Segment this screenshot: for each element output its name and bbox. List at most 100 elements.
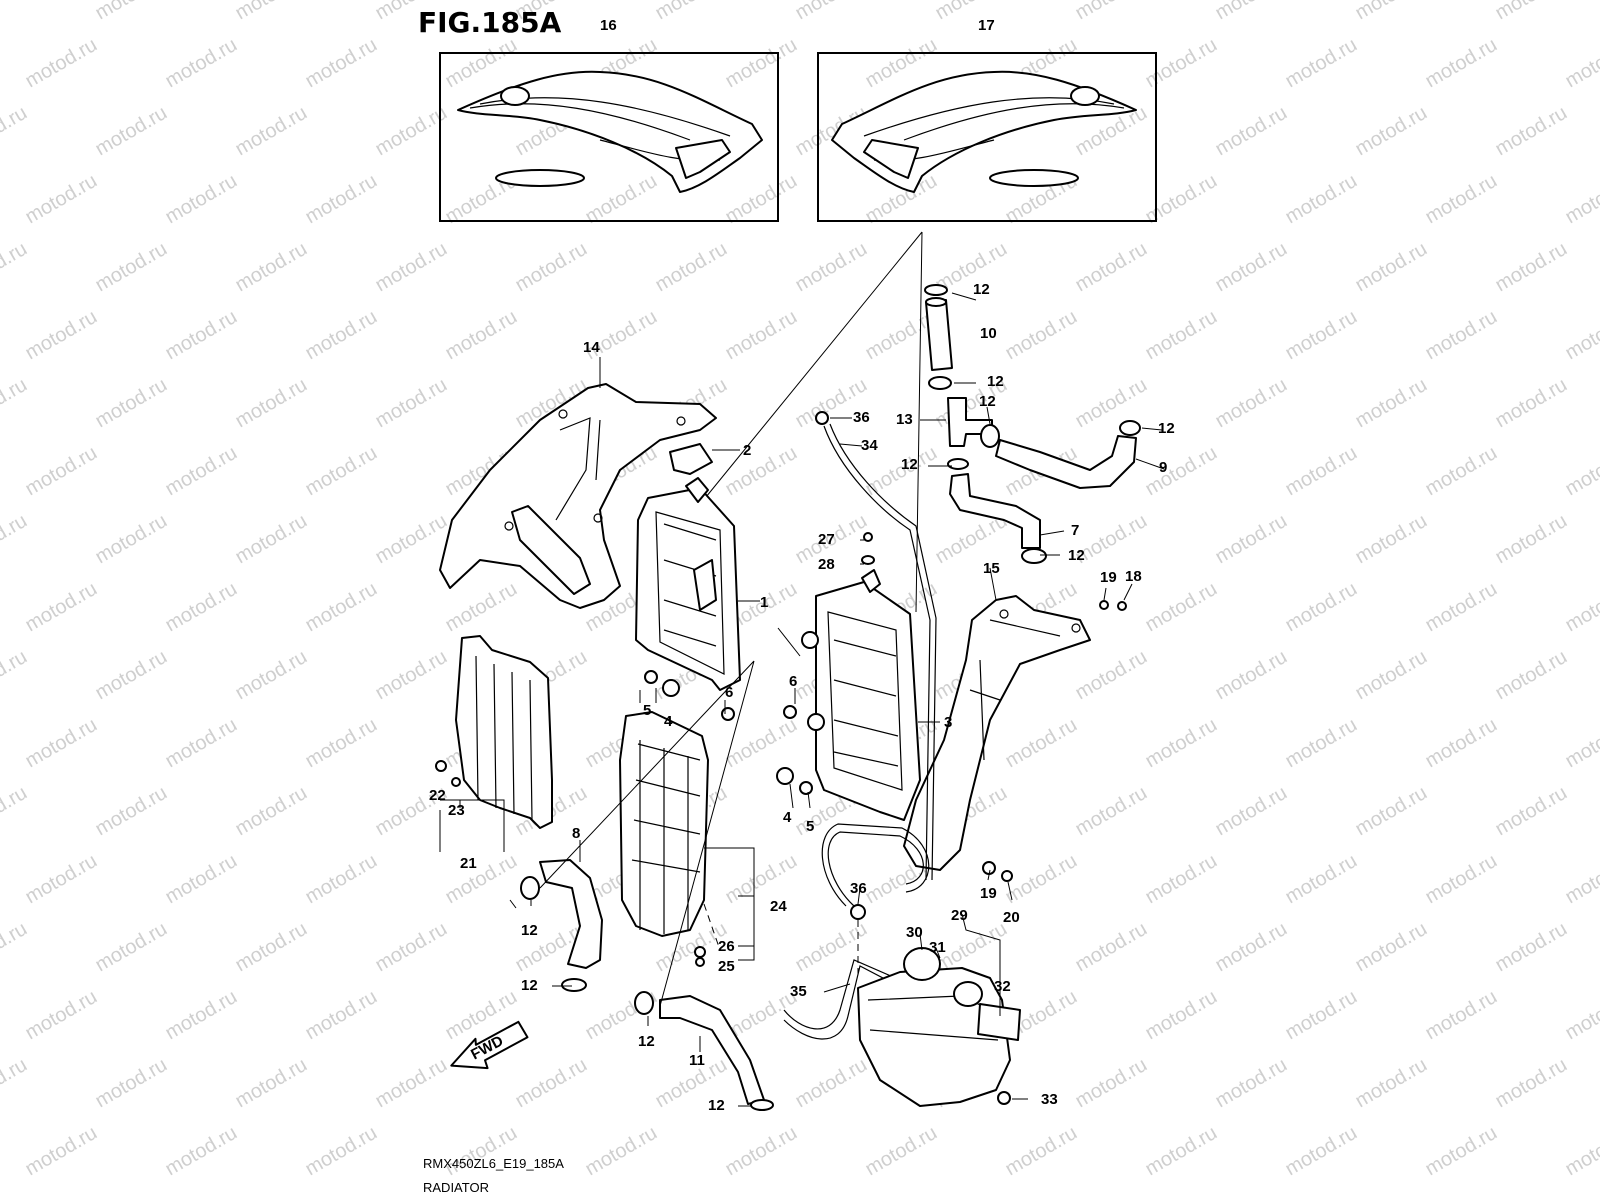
watermark-text: motod.ru xyxy=(92,102,171,161)
watermark-text: motod.ru xyxy=(1212,1054,1291,1113)
watermark-text: motod.ru xyxy=(442,306,521,365)
callout-15: 15 xyxy=(983,560,1000,577)
callout-19: 19 xyxy=(980,885,997,902)
watermark-text: motod.ru xyxy=(1212,646,1291,705)
watermark-text: motod.ru xyxy=(722,34,801,93)
callout-26: 26 xyxy=(718,938,735,955)
radiator-louver xyxy=(619,711,709,937)
watermark-text: motod.ru xyxy=(162,34,241,93)
watermark-text: motod.ru xyxy=(442,578,521,637)
callout-18: 18 xyxy=(1125,568,1142,585)
watermark-text: motod.ru xyxy=(1352,510,1431,569)
radiator-left xyxy=(635,477,741,691)
watermark-text: motod.ru xyxy=(582,1122,661,1181)
watermark-text: motod.ru xyxy=(1422,578,1501,637)
callout-27: 27 xyxy=(818,531,835,548)
watermark-text: motod.ru xyxy=(1282,986,1361,1045)
hose-10 xyxy=(925,297,953,371)
hose-11 xyxy=(659,995,765,1105)
hose-7 xyxy=(949,473,1041,549)
hose-36 xyxy=(827,831,924,907)
watermark-text: motod.ru xyxy=(1352,102,1431,161)
watermark-text: motod.ru xyxy=(1562,170,1600,229)
watermark-text: motod.ru xyxy=(442,1122,521,1181)
watermark-text: motod.ru xyxy=(92,782,171,841)
watermark-text: motod.ru xyxy=(1282,850,1361,909)
watermark-text: motod.ru xyxy=(1492,918,1571,977)
watermark-text: motod.ru xyxy=(1282,170,1361,229)
watermark-text: motod.ru xyxy=(162,306,241,365)
callout-35: 35 xyxy=(790,983,807,1000)
hose-8 xyxy=(539,859,603,969)
watermark-text: motod.ru xyxy=(232,238,311,297)
watermark-text: motod.ru xyxy=(232,0,311,24)
callout-4: 4 xyxy=(783,809,792,826)
callout-25: 25 xyxy=(718,958,735,975)
callout-8: 8 xyxy=(572,825,580,842)
radiator-guard-left xyxy=(455,635,553,829)
callout-28: 28 xyxy=(818,556,835,573)
watermark-text: motod.ru xyxy=(302,1122,381,1181)
watermark-text: motod.ru xyxy=(162,578,241,637)
callout-3: 3 xyxy=(944,714,952,731)
callout-layer: 1 2 3 4 4 5 5 6 6 7 8 9 10 11 12 12 12 1… xyxy=(429,17,1175,1114)
watermark-text: motod.ru xyxy=(722,170,801,229)
watermark-text: motod.ru xyxy=(1142,714,1221,773)
watermark-text: motod.ru xyxy=(1142,34,1221,93)
callout-19: 19 xyxy=(1100,569,1117,586)
callout-12: 12 xyxy=(1068,547,1085,564)
watermark-text: motod.ru xyxy=(162,170,241,229)
watermark-text: motod.ru xyxy=(92,374,171,433)
watermark-text: motod.ru xyxy=(1352,374,1431,433)
watermark-text: motod.ru xyxy=(1492,102,1571,161)
watermark-text: motod.ru xyxy=(302,850,381,909)
watermark-text: motod.ru xyxy=(512,238,591,297)
watermark-text: motod.ru xyxy=(1212,102,1291,161)
watermark-text: motod.ru xyxy=(1422,306,1501,365)
callout-13: 13 xyxy=(896,411,913,428)
watermark-text: motod.ru xyxy=(1562,850,1600,909)
watermark-text: motod.ru xyxy=(652,238,731,297)
leader-lines xyxy=(439,292,1165,1107)
watermark-text: motod.ru xyxy=(1422,986,1501,1045)
figure-name: RADIATOR xyxy=(423,1180,489,1195)
watermark-text: motod.ru xyxy=(1352,0,1431,24)
callout-36: 36 xyxy=(850,880,867,897)
watermark-text: motod.ru xyxy=(1562,442,1600,501)
watermark-text: motod.ru xyxy=(1212,374,1291,433)
watermark-text: motod.ru xyxy=(0,0,31,24)
watermark-text: motod.ru xyxy=(1282,578,1361,637)
callout-6: 6 xyxy=(789,673,797,690)
watermark-text: motod.ru xyxy=(1422,170,1501,229)
watermark-text: motod.ru xyxy=(862,1122,941,1181)
watermark-text: motod.ru xyxy=(1422,1122,1501,1181)
watermark-text: motod.ru xyxy=(302,714,381,773)
watermark-text: motod.ru xyxy=(232,918,311,977)
reservoir-tank xyxy=(857,947,1021,1107)
watermark-text: motod.ru xyxy=(1142,170,1221,229)
callout-12: 12 xyxy=(987,373,1004,390)
callout-30: 30 xyxy=(906,924,923,941)
callout-6: 6 xyxy=(725,684,733,701)
watermark-text: motod.ru xyxy=(792,0,871,24)
callout-23: 23 xyxy=(448,802,465,819)
watermark-text: motod.ru xyxy=(1352,646,1431,705)
watermark-text: motod.ru xyxy=(792,238,871,297)
watermark-text: motod.ru xyxy=(1562,306,1600,365)
watermark-text: motod.ru xyxy=(1072,646,1151,705)
callout-14: 14 xyxy=(583,339,600,356)
watermark-text: motod.ru xyxy=(1212,0,1291,24)
watermark-text: motod.ru xyxy=(1142,986,1221,1045)
callout-20: 20 xyxy=(1003,909,1020,926)
watermark-text: motod.ru xyxy=(1562,1122,1600,1181)
watermark-text: motod.ru xyxy=(1562,578,1600,637)
watermark-text: motod.ru xyxy=(302,306,381,365)
radiator-right xyxy=(801,569,921,821)
watermark-text: motod.ru xyxy=(302,986,381,1045)
watermark-text: motod.ru xyxy=(1002,306,1081,365)
watermark-text: motod.ru xyxy=(1282,34,1361,93)
shroud-left xyxy=(439,383,717,609)
watermark-text: motod.ru xyxy=(1002,850,1081,909)
watermark-text: motod.ru xyxy=(372,1054,451,1113)
callout-34: 34 xyxy=(861,437,878,454)
